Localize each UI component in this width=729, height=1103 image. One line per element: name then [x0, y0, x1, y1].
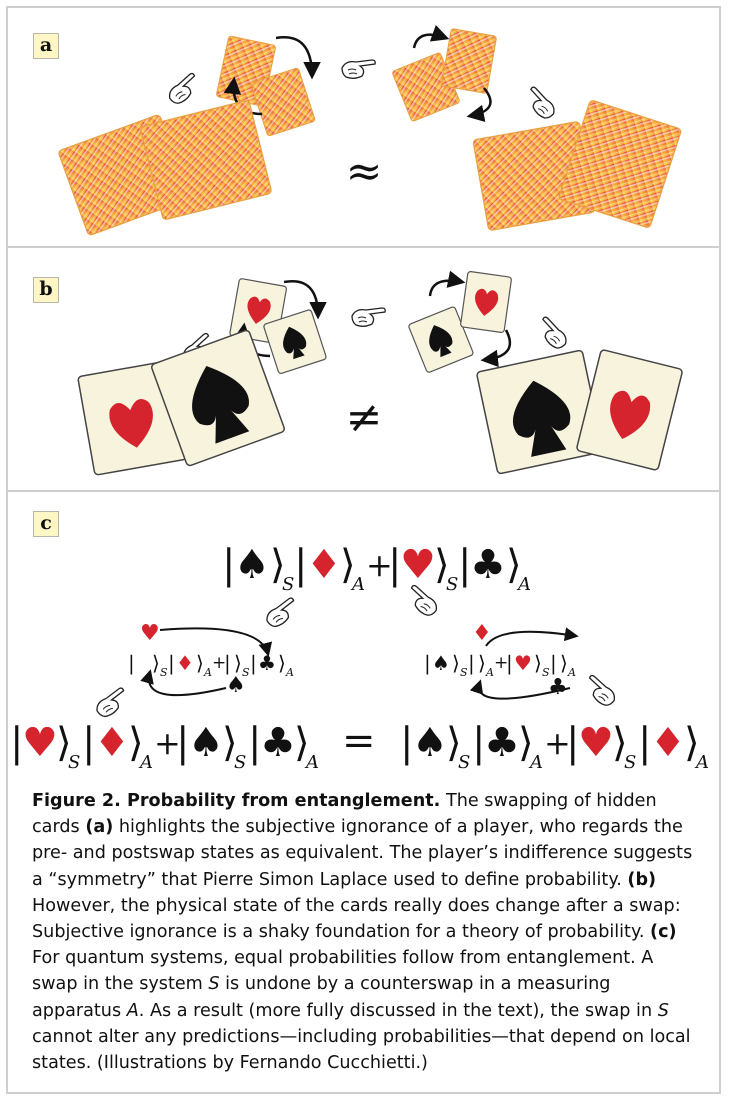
svg-text:A: A: [528, 752, 543, 773]
left-swap-kets: ♥ | ⟩ S | ♦ ⟩ A + | ⟩ S | ♣ ⟩ A ♠: [128, 621, 294, 698]
svg-text:A: A: [203, 666, 212, 679]
diamond-icon: ♦: [94, 720, 130, 766]
club-icon: ♣: [260, 720, 296, 766]
approx-symbol: ≈: [346, 146, 383, 197]
heart-icon: ♥: [514, 651, 532, 675]
pointing-hand-icon: [403, 585, 441, 619]
card-heart-large: [576, 349, 683, 470]
equals-symbol: =: [342, 718, 376, 764]
svg-text:S: S: [68, 752, 80, 773]
svg-text:A: A: [567, 666, 576, 679]
heart-icon: ♥: [140, 621, 160, 646]
card-back: [441, 28, 496, 93]
caption-ref-c: (c): [650, 922, 677, 942]
spade-icon: ♠: [234, 542, 270, 588]
pointing-hand-icon: [93, 687, 131, 719]
bottom-equation: | ♥ ⟩ S | ♦ ⟩ A + | ♠ ⟩ S | ♣ ⟩ A = | ♠ …: [10, 718, 709, 773]
heart-icon: ♥: [578, 720, 614, 766]
caption-ref-b: (b): [627, 870, 656, 890]
svg-text:S: S: [160, 666, 168, 679]
svg-text:⟩: ⟩: [560, 651, 568, 675]
swap-arrow: [484, 330, 510, 360]
caption-symbol-s: S: [658, 1001, 669, 1021]
svg-text:⟩: ⟩: [452, 651, 460, 675]
swap-arrow: [414, 35, 446, 48]
svg-text:S: S: [234, 752, 246, 773]
diamond-icon: ♦: [472, 621, 492, 646]
svg-text:A: A: [138, 752, 153, 773]
svg-text:⟩: ⟩: [152, 651, 160, 675]
club-icon: ♣: [484, 720, 520, 766]
panel-a-art: [58, 28, 682, 235]
spade-icon: ♠: [188, 720, 224, 766]
svg-text:A: A: [285, 666, 294, 679]
svg-text:|: |: [506, 651, 513, 676]
svg-text:|: |: [250, 651, 257, 676]
svg-text:⟩: ⟩: [196, 651, 204, 675]
svg-text:|: |: [168, 651, 175, 676]
svg-text:⟩: ⟩: [234, 651, 242, 675]
caption-symbol-a: A: [127, 1001, 139, 1021]
svg-text:⟩: ⟩: [534, 651, 542, 675]
pointing-hand-icon: [581, 675, 619, 709]
svg-text:S: S: [460, 666, 468, 679]
swap-arrow: [430, 281, 462, 296]
svg-text:S: S: [458, 752, 470, 773]
pointing-hand-icon: [342, 60, 375, 78]
spade-icon: ♠: [432, 651, 450, 675]
heart-icon: ♥: [400, 542, 436, 588]
card-spade-large: [476, 350, 603, 474]
pointing-hand-icon: [263, 597, 301, 629]
caption-symbol-s: S: [208, 974, 219, 994]
svg-text:A: A: [516, 574, 531, 595]
swap-arrow: [486, 632, 576, 646]
svg-text:A: A: [304, 752, 319, 773]
svg-text:⟩: ⟩: [278, 651, 286, 675]
caption-ref-a: (a): [85, 817, 113, 837]
caption-text: cannot alter any predictions—including p…: [32, 1027, 691, 1073]
svg-text:⟩: ⟩: [478, 651, 486, 675]
illustration: ≈ ≠ | ♠ ⟩ S | ♦ ⟩ A + | ♥ ⟩ S | ♣ ⟩ A ♥ …: [0, 0, 729, 790]
figure-caption: Figure 2. Probability from entanglement.…: [32, 788, 704, 1076]
svg-text:A: A: [485, 666, 494, 679]
svg-text:|: |: [468, 651, 475, 676]
pointing-hand-icon: [352, 308, 385, 326]
caption-text: highlights the subjective ignorance of a…: [32, 817, 692, 889]
caption-title: Figure 2. Probability from entanglement.: [32, 791, 440, 811]
caption-text: . As a result (more fully discussed in t…: [139, 1001, 658, 1021]
svg-text:|: |: [128, 651, 135, 676]
diamond-icon: ♦: [176, 651, 194, 675]
caption-text: However, the physical state of the cards…: [32, 896, 681, 942]
pointing-hand-icon: [165, 73, 203, 107]
svg-text:A: A: [694, 752, 709, 773]
club-icon: ♣: [470, 542, 506, 588]
svg-text:S: S: [446, 574, 458, 595]
svg-text:|: |: [550, 651, 557, 676]
card-heart: [460, 271, 511, 333]
pointing-hand-icon: [534, 316, 571, 351]
spade-icon: ♠: [226, 673, 246, 698]
svg-text:S: S: [624, 752, 636, 773]
swap-arrow: [284, 281, 318, 316]
diamond-icon: ♦: [306, 542, 342, 588]
spade-icon: ♠: [412, 720, 448, 766]
panel-b-art: [78, 271, 683, 475]
not-equal-symbol: ≠: [346, 392, 383, 443]
club-icon: ♣: [258, 651, 276, 675]
diamond-icon: ♦: [650, 720, 686, 766]
heart-icon: ♥: [22, 720, 58, 766]
svg-text:A: A: [350, 574, 365, 595]
svg-text:|: |: [424, 651, 431, 676]
svg-text:S: S: [282, 574, 294, 595]
club-icon: ♣: [548, 675, 568, 700]
top-ket-expression: | ♠ ⟩ S | ♦ ⟩ A + | ♥ ⟩ S | ♣ ⟩ A: [222, 542, 531, 595]
pointing-hand-icon: [522, 86, 559, 121]
